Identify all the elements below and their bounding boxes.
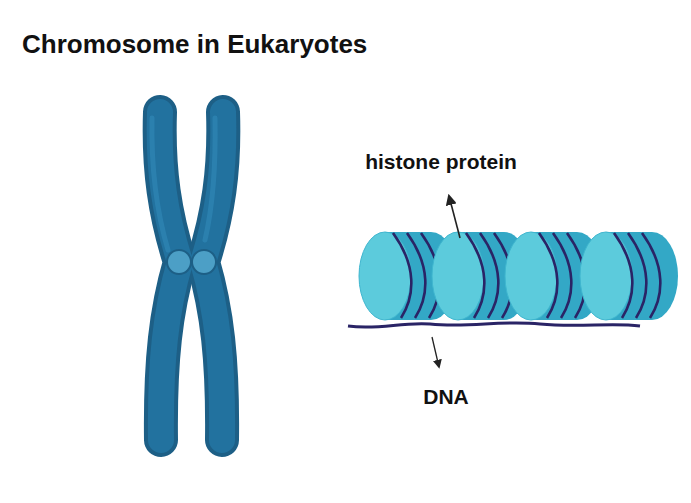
nucleosome-part <box>614 233 632 318</box>
nucleosome-part <box>626 232 678 320</box>
nucleosome-part <box>393 233 411 318</box>
part-label: DNA <box>423 385 469 408</box>
title: Chromosome in Eukaryotes <box>22 30 367 59</box>
part-label: histone protein <box>365 150 517 173</box>
nucleosome-part <box>642 233 660 318</box>
leader-line <box>432 337 439 367</box>
nucleosome-part <box>432 232 484 320</box>
nucleosome-part <box>580 232 632 320</box>
nucleosome-part <box>539 233 557 318</box>
nucleosome-part <box>628 233 646 318</box>
nucleosome-part <box>466 233 484 318</box>
nucleosome-part <box>480 233 498 318</box>
nucleosome-part <box>407 233 425 318</box>
nucleosome-part <box>348 323 640 327</box>
chromosome <box>152 112 223 440</box>
nucleosome-part <box>553 233 571 318</box>
nucleosome-part <box>359 232 411 320</box>
nucleosomes <box>348 232 678 327</box>
leader-line <box>449 196 460 238</box>
nucleosome-part <box>505 232 557 320</box>
